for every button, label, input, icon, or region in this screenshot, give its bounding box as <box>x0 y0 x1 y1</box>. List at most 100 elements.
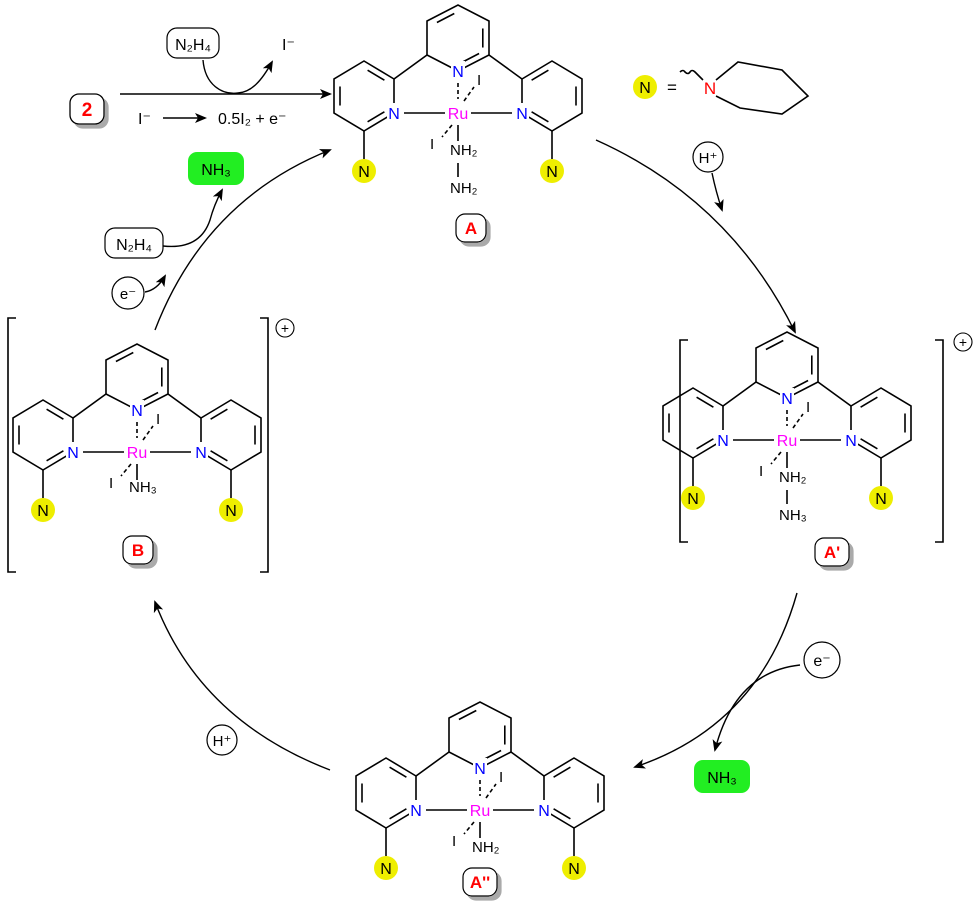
left-pyridine-ring <box>355 757 417 829</box>
legend-marker-text: N <box>639 80 651 97</box>
ruthenium-atom: Ru <box>127 445 147 462</box>
double-bond-line <box>46 408 64 420</box>
nh3-product-text-1: NH₃ <box>707 770 737 787</box>
amine-marker <box>681 486 705 510</box>
iodide-ligand: I <box>430 136 434 153</box>
pyridine-nitrogen: N <box>845 433 857 450</box>
proton-circle-1 <box>692 141 724 173</box>
wavy-bond <box>679 69 704 81</box>
double-bond-line <box>115 351 134 363</box>
label-mask <box>409 800 423 818</box>
ruthenium-atom: Ru <box>448 106 468 123</box>
label-mask <box>716 430 730 448</box>
amine-marker <box>869 486 893 510</box>
left-bracket <box>679 339 688 543</box>
side-reaction-right: 0.5I₂ + e⁻ <box>218 111 286 128</box>
double-bond-line <box>531 69 549 81</box>
ruthenium-atom: Ru <box>470 803 490 820</box>
complex-label-box <box>122 535 154 565</box>
right-pyridine-ring <box>850 387 912 459</box>
pyridine-nitrogen: N <box>67 445 79 462</box>
arrow-b-to-a <box>154 149 332 331</box>
positive-charge: + <box>281 320 289 336</box>
arrow-aprime-to-adoubleprime <box>633 592 798 769</box>
amine-marker-text: N <box>568 861 580 878</box>
amine-marker-text: N <box>37 503 49 520</box>
amine-marker <box>31 498 55 522</box>
pyridine-nitrogen: N <box>538 803 550 820</box>
positive-charge-circle <box>275 318 295 338</box>
complex-label: B <box>132 541 144 560</box>
complex-label-box <box>455 213 487 243</box>
proton-circle-2 <box>206 724 238 756</box>
start-reagent-box: N₂H₄ <box>166 27 220 59</box>
central-nitrogen: N <box>131 403 143 420</box>
complex-label-box <box>462 867 498 897</box>
side-reaction-left: I⁻ <box>138 111 151 128</box>
start-reagent: N₂H₄ <box>175 37 211 54</box>
iodide-ligand: I <box>156 411 160 428</box>
axial-ligand-1: NH₂ <box>450 142 478 159</box>
electron-arrow-1 <box>712 664 801 752</box>
inter-ring-bond <box>72 393 107 419</box>
right-bracket <box>935 339 944 543</box>
electron-circle-1 <box>803 641 841 679</box>
electron-circle-2 <box>111 276 145 310</box>
ru-iodide-bond <box>463 86 475 102</box>
double-bond-line <box>458 709 477 721</box>
label-mask <box>473 758 487 776</box>
central-nitrogen: N <box>781 391 793 408</box>
double-bond-line <box>531 111 549 123</box>
arrow-a-to-aprime <box>595 139 796 334</box>
amine-marker <box>374 856 398 880</box>
arrow-adoubleprime-to-b <box>153 600 331 771</box>
double-bond-line <box>860 396 878 408</box>
left-bracket <box>7 317 16 573</box>
nh3-product-badge-1: NH₃ <box>694 760 750 793</box>
label-mask <box>515 103 529 121</box>
inter-ring-bond <box>817 381 852 407</box>
inter-ring-bond <box>415 751 450 777</box>
pyridine-nitrogen: N <box>388 106 400 123</box>
label-mask <box>844 430 858 448</box>
complex-label-box <box>814 537 850 567</box>
right-pyridine-ring <box>543 757 605 829</box>
double-bond-line <box>553 808 571 820</box>
hydrazine-arrow-2 <box>162 188 223 248</box>
iodide-ligand: I <box>499 769 503 786</box>
ruthenium-atom: Ru <box>777 433 797 450</box>
legend-amine-definition: N = N <box>633 61 810 115</box>
amine-marker-text: N <box>358 164 370 181</box>
complex-label: A' <box>824 543 840 562</box>
axial-ligand-1: NH₂ <box>472 839 500 856</box>
label-mask <box>194 442 208 460</box>
double-bond-line <box>461 52 480 64</box>
amine-marker-text: N <box>546 164 558 181</box>
inter-ring-bond <box>510 751 545 777</box>
pyridine-nitrogen: N <box>410 803 422 820</box>
ru-iodide-bond <box>463 821 475 835</box>
ru-iodide-bond <box>441 124 453 138</box>
electron-arrow-2 <box>144 274 166 293</box>
axial-ligand-1: NH₂ <box>779 469 807 486</box>
axial-ligand-2: NH₃ <box>779 507 807 524</box>
piperidine-ring <box>715 61 810 115</box>
double-bond-line <box>696 396 714 408</box>
label-mask <box>387 103 401 121</box>
double-bond-line <box>389 766 407 778</box>
double-bond-line <box>696 438 714 450</box>
inter-ring-bond <box>488 54 523 80</box>
iodide-ligand: I <box>806 399 810 416</box>
ru-iodide-bond <box>792 413 804 429</box>
right-bracket <box>260 317 269 573</box>
double-bond-line <box>765 339 784 351</box>
pyridine-nitrogen: N <box>195 445 207 462</box>
start-byproduct: I⁻ <box>282 37 295 54</box>
start-compound-label: 2 <box>82 100 93 121</box>
proton-arrow-1 <box>711 172 724 212</box>
